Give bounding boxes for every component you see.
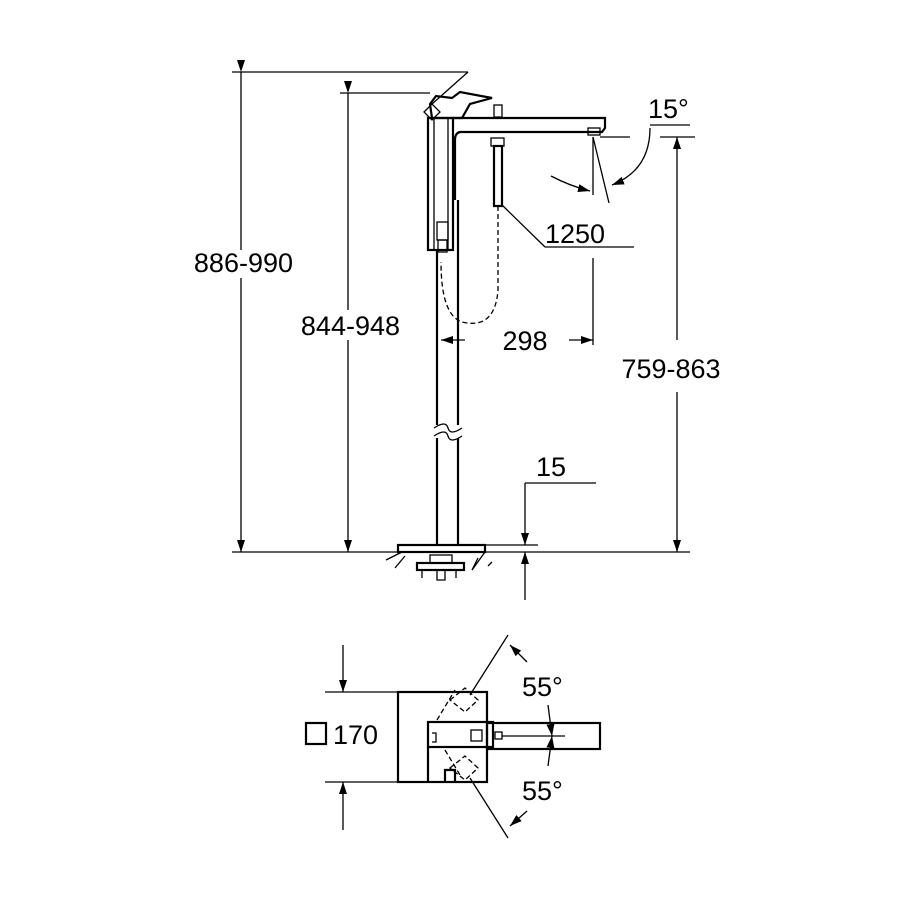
dimension-base-square: 170 — [304, 645, 398, 830]
hose-length-label: 1250 — [545, 219, 605, 249]
dimension-spout-angle: 15° — [550, 94, 690, 204]
faucet-top-view — [396, 687, 602, 784]
dimension-hose-length: 1250 — [501, 204, 634, 249]
base-square-label: 170 — [333, 720, 378, 750]
base-thickness-label: 15 — [536, 452, 566, 482]
dimension-swivel-angles: 55° 55° — [469, 634, 563, 839]
handle-height-label: 844-948 — [301, 311, 400, 341]
spout-angle-label: 15° — [648, 94, 689, 124]
dimension-handle-height: 844-948 — [301, 81, 430, 552]
swivel-angle-bottom-label: 55° — [522, 776, 563, 806]
square-symbol-icon — [304, 721, 328, 746]
dimension-total-height: 886-990 — [194, 60, 469, 552]
spout-height-label: 759-863 — [621, 354, 720, 384]
total-height-label: 886-990 — [194, 248, 293, 278]
dimension-base-thickness: 15 — [485, 452, 596, 600]
dimension-spout-height: 759-863 — [621, 136, 721, 552]
spout-projection-label: 298 — [502, 326, 547, 356]
dimension-spout-projection: 298 — [441, 258, 594, 356]
swivel-angle-top-label: 55° — [522, 672, 563, 702]
faucet-side-view — [385, 90, 607, 581]
